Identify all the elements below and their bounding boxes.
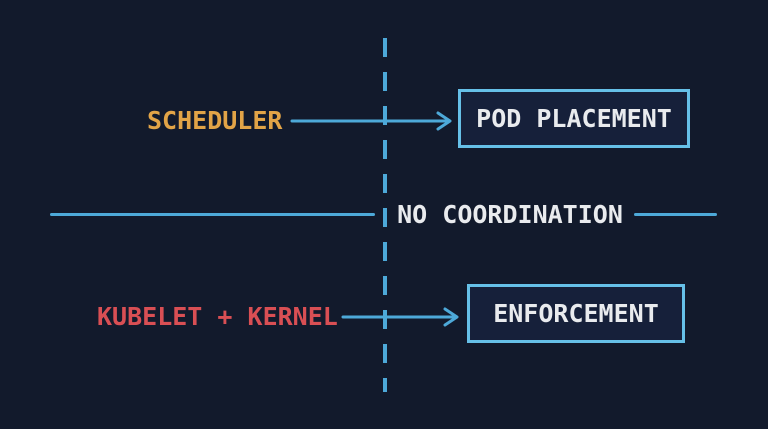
dashed-divider-vertical-line xyxy=(383,38,387,392)
no-coordination-label: NO COORDINATION xyxy=(397,200,623,229)
divider-line-right xyxy=(634,213,717,216)
pod-placement-box: POD PLACEMENT xyxy=(458,89,690,148)
divider-line-left xyxy=(50,213,375,216)
enforcement-box: ENFORCEMENT xyxy=(467,284,685,343)
arrow-kubelet-to-enforcement xyxy=(341,304,463,330)
scheduler-label: SCHEDULER xyxy=(147,106,283,135)
kubelet-kernel-label: KUBELET + KERNEL xyxy=(97,302,338,331)
pod-placement-box-label: POD PLACEMENT xyxy=(476,104,672,133)
arrow-scheduler-to-pod-placement xyxy=(290,108,456,134)
enforcement-box-label: ENFORCEMENT xyxy=(493,299,659,328)
